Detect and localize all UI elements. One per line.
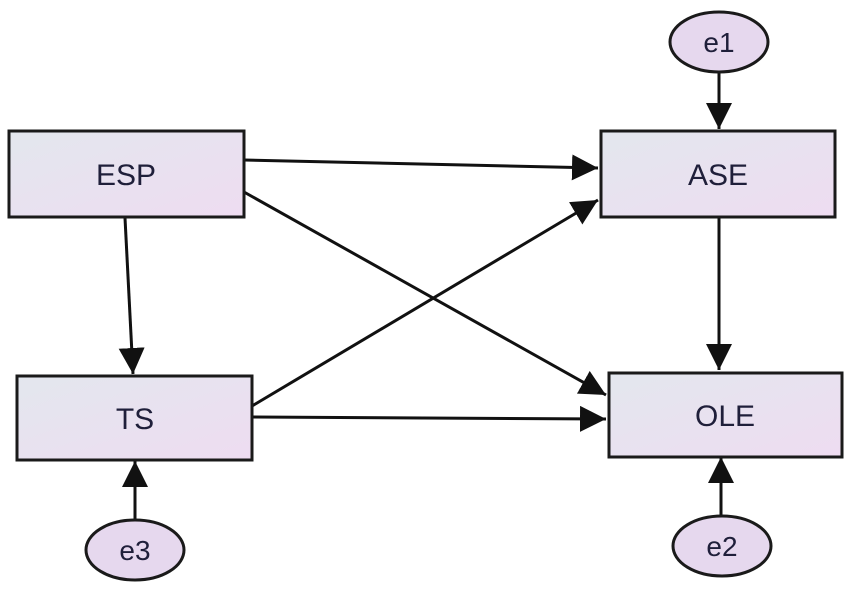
node-e3: e3	[84, 518, 186, 582]
node-esp: ESP	[7, 129, 246, 219]
node-ase: ASE	[599, 129, 837, 219]
edge-esp-ts	[118, 217, 145, 375]
edge-ts-ase	[251, 198, 599, 408]
node-e3-label: e3	[119, 535, 150, 566]
node-e1-label: e1	[703, 27, 734, 58]
node-ase-label: ASE	[688, 159, 748, 192]
node-esp-label: ESP	[96, 159, 156, 192]
edge-esp-ase	[243, 154, 599, 181]
node-ts: TS	[15, 374, 254, 462]
edge-esp-ole	[243, 190, 607, 397]
edge-ts-ole	[251, 405, 607, 432]
node-e1: e1	[668, 10, 770, 74]
node-ole-label: OLE	[695, 400, 755, 433]
node-ole: OLE	[607, 371, 844, 459]
node-e2-label: e2	[706, 531, 737, 562]
node-e2: e2	[671, 514, 773, 578]
edges	[118, 72, 734, 521]
node-ts-label: TS	[116, 403, 154, 436]
